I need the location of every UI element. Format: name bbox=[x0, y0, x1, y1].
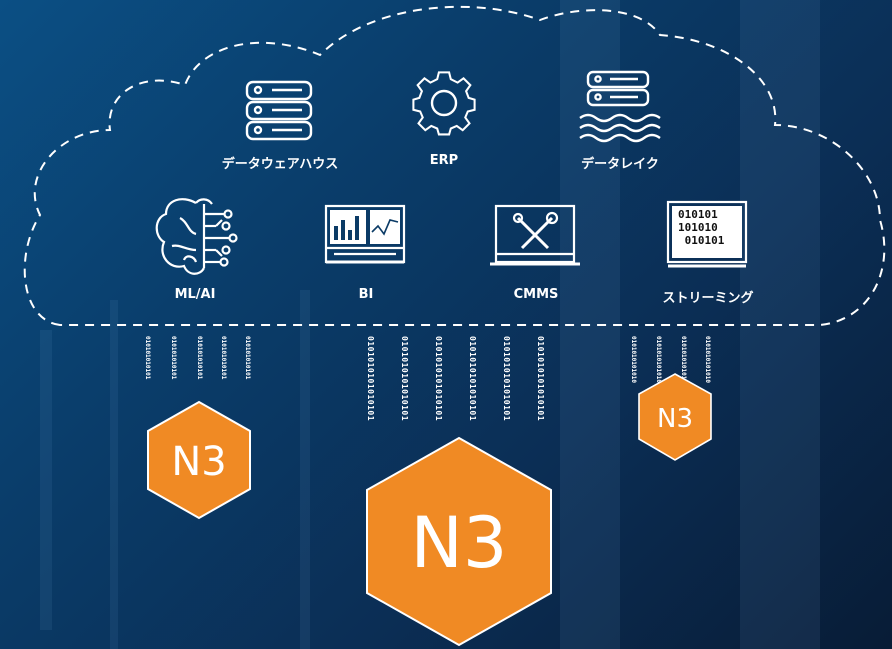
label-erp: ERP bbox=[429, 153, 459, 168]
binary-stream-center: 0101010101010101 bbox=[400, 336, 409, 422]
n3-node-small-left: N3 bbox=[147, 400, 251, 520]
binary-stream-center: 0101010101010101 bbox=[468, 336, 477, 422]
binary-line: 101010 bbox=[678, 221, 718, 234]
label-data-warehouse: データウェアハウス bbox=[221, 157, 339, 172]
binary-stream-right: 0101010101010 bbox=[630, 336, 637, 383]
tools-icon bbox=[490, 204, 580, 266]
n3-logo-text: N3 bbox=[657, 404, 693, 434]
brain-circuit-icon bbox=[155, 198, 238, 275]
binary-stream-left: 010101010101 bbox=[244, 336, 251, 380]
server-stack-icon bbox=[245, 80, 313, 141]
n3-logo-text: N3 bbox=[171, 439, 226, 485]
binary-stream-icon bbox=[666, 200, 748, 268]
background-panel bbox=[110, 300, 118, 649]
dashboard-chart-icon bbox=[324, 204, 406, 264]
binary-stream-right: 0101010101010 bbox=[704, 336, 711, 383]
binary-stream-right: 0101010101010 bbox=[655, 336, 662, 383]
binary-stream-right: 0101010101010 bbox=[680, 336, 687, 383]
binary-stream-center: 0101010101010101 bbox=[536, 336, 545, 422]
binary-line: 010101 bbox=[678, 234, 725, 247]
binary-stream-center: 0101010101010101 bbox=[434, 336, 443, 422]
binary-line: 010101 bbox=[678, 208, 718, 221]
gear-icon bbox=[412, 71, 476, 136]
n3-logo-text: N3 bbox=[411, 502, 508, 584]
label-data-lake: データレイク bbox=[581, 157, 659, 172]
background-panel bbox=[40, 330, 52, 630]
binary-stream-left: 010101010101 bbox=[170, 336, 177, 380]
binary-stream-center: 0101010101010101 bbox=[502, 336, 511, 422]
background-panel bbox=[300, 290, 310, 649]
n3-node-large-center: N3 bbox=[366, 436, 552, 647]
label-streaming: ストリーミング bbox=[662, 291, 754, 306]
database-lake-icon bbox=[579, 70, 661, 143]
binary-screen: 010101 101010 010101 bbox=[672, 206, 742, 258]
label-ml-ai: ML/AI bbox=[174, 287, 216, 302]
n3-node-small-right: N3 bbox=[638, 373, 712, 461]
binary-stream-left: 010101010101 bbox=[220, 336, 227, 380]
binary-stream-left: 010101010101 bbox=[144, 336, 151, 380]
binary-stream-left: 010101010101 bbox=[196, 336, 203, 380]
label-cmms: CMMS bbox=[513, 287, 559, 302]
label-bi: BI bbox=[358, 287, 374, 302]
binary-stream-center: 0101010101010101 bbox=[366, 336, 375, 422]
